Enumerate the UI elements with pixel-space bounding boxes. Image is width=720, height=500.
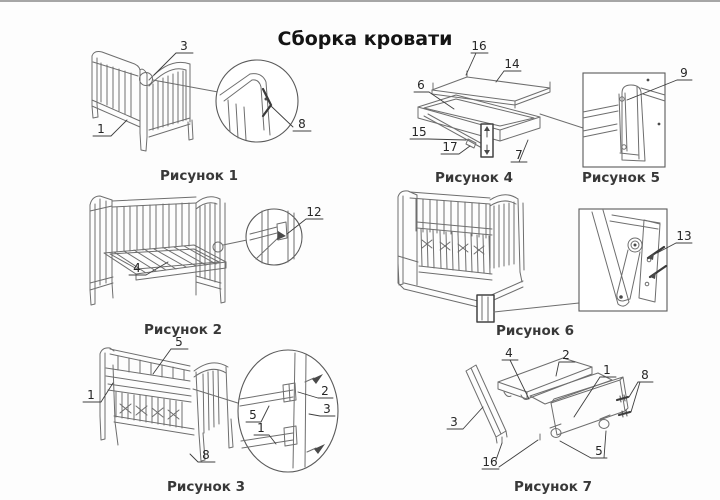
fig3-detail-label-2: 2 — [321, 384, 329, 398]
fig4-end-board-arrows — [484, 126, 490, 155]
fig2-slatted-base — [103, 244, 227, 281]
fig1-detail-content — [219, 73, 271, 141]
fig7-label-2: 2 — [562, 348, 570, 362]
fig3-label-1: 1 — [87, 388, 95, 402]
fig1-label-8: 8 — [298, 117, 306, 131]
page-title: Сборка кровати — [278, 28, 453, 50]
fig3-caption: Рисунок 3 — [167, 479, 245, 495]
fig1-caption: Рисунок 1 — [160, 168, 238, 184]
fig6-corner-leg-lines — [481, 295, 489, 322]
fig1-magnifier-link — [152, 79, 219, 93]
fig3-detail-ellipse — [237, 349, 339, 473]
fig1-corner-marker — [139, 72, 153, 86]
fig4-label-6: 6 — [417, 78, 425, 92]
fig1-label-3: 3 — [180, 39, 188, 53]
fig1-label-1: 1 — [97, 122, 105, 136]
fig7-label-4: 4 — [505, 346, 513, 360]
fig2-detail-content — [249, 209, 295, 265]
fig4-end-board — [480, 123, 494, 158]
fig7-label-3: 3 — [450, 415, 458, 429]
fig2-leader-lines — [128, 218, 324, 276]
fig2-crib-drawing — [89, 195, 226, 306]
fig1-leader-lines — [92, 52, 312, 137]
fig2-label-12: 12 — [306, 205, 321, 219]
fig3-magnifier-link — [192, 388, 242, 405]
fig6-corner-highlight — [476, 294, 495, 323]
fig7-leader-lines — [446, 359, 654, 470]
fig4-label-14: 14 — [504, 57, 519, 71]
fig3-detail-label-3: 3 — [323, 402, 331, 416]
fig5-metal-strap — [618, 92, 628, 153]
fig6-magnifier-link — [493, 302, 580, 313]
fig7-label-8: 8 — [641, 368, 649, 382]
fig5-leader-lines — [626, 79, 693, 101]
figure-1: 3 1 8 Рисунок 1 — [91, 39, 312, 184]
fig2-corner-marker — [212, 241, 224, 253]
fig7-label-1: 1 — [603, 363, 611, 377]
fig6-caption: Рисунок 6 — [496, 323, 574, 339]
fig4-bed-frame — [417, 94, 541, 149]
figure-6: 13 Рисунок 6 — [397, 190, 693, 339]
fig7-label-16: 16 — [482, 455, 497, 469]
figure-2: 12 4 Рисунок 2 — [89, 195, 324, 338]
fig4-label-15: 15 — [411, 125, 426, 139]
fig3-detail-label-5: 5 — [249, 408, 257, 422]
fig5-caption: Рисунок 5 — [582, 170, 660, 186]
fig5-label-9: 9 — [680, 66, 688, 80]
fig3-label-8: 8 — [202, 448, 210, 462]
fig4-caption: Рисунок 4 — [435, 170, 513, 186]
fig4-label-17: 17 — [442, 140, 457, 154]
fig6-crib-drawing — [397, 190, 525, 308]
fig4-label-7: 7 — [515, 148, 523, 162]
fig3-detail-content — [239, 352, 325, 469]
fig5-detail-content — [582, 78, 666, 162]
figure-4: 16 14 6 15 17 7 Рисунок 4 — [409, 39, 584, 186]
fig6-screws-icon — [646, 245, 668, 279]
fig3-leader-lines — [82, 348, 336, 463]
fig7-screw-pins-icon — [615, 394, 632, 418]
fig6-leader-lines — [656, 242, 693, 254]
fig4-label-16: 16 — [471, 39, 486, 53]
fig4-leader-lines — [409, 52, 529, 163]
fig3-crib-drawing — [99, 347, 234, 462]
fig7-caption: Рисунок 7 — [514, 479, 592, 495]
fig6-detail-content — [591, 209, 661, 307]
fig6-detail-box — [578, 208, 668, 312]
figure-5: 9 Рисунок 5 — [582, 66, 693, 186]
fig5-detail-box — [582, 72, 666, 168]
fig3-label-5: 5 — [175, 335, 183, 349]
fig4-to-fig5-link — [539, 113, 584, 129]
fig7-label-5: 5 — [595, 444, 603, 458]
fig7-side-panel — [465, 364, 508, 444]
fig4-mattress-board — [431, 70, 551, 109]
fig6-label-13: 13 — [676, 229, 691, 243]
figure-7: 4 2 1 8 3 5 16 Рисунок 7 — [446, 346, 654, 495]
fig3-detail-label-1: 1 — [257, 421, 265, 435]
fig1-allen-key-icon — [261, 87, 273, 118]
page-top-rule — [0, 0, 720, 2]
fig2-label-4: 4 — [133, 261, 141, 275]
fig1-detail-circle — [215, 59, 299, 143]
fig2-magnifier-link — [222, 239, 248, 246]
figure-3: 5 1 8 2 3 5 1 Рисунок 3 — [82, 335, 339, 495]
fig2-caption: Рисунок 2 — [144, 322, 222, 338]
